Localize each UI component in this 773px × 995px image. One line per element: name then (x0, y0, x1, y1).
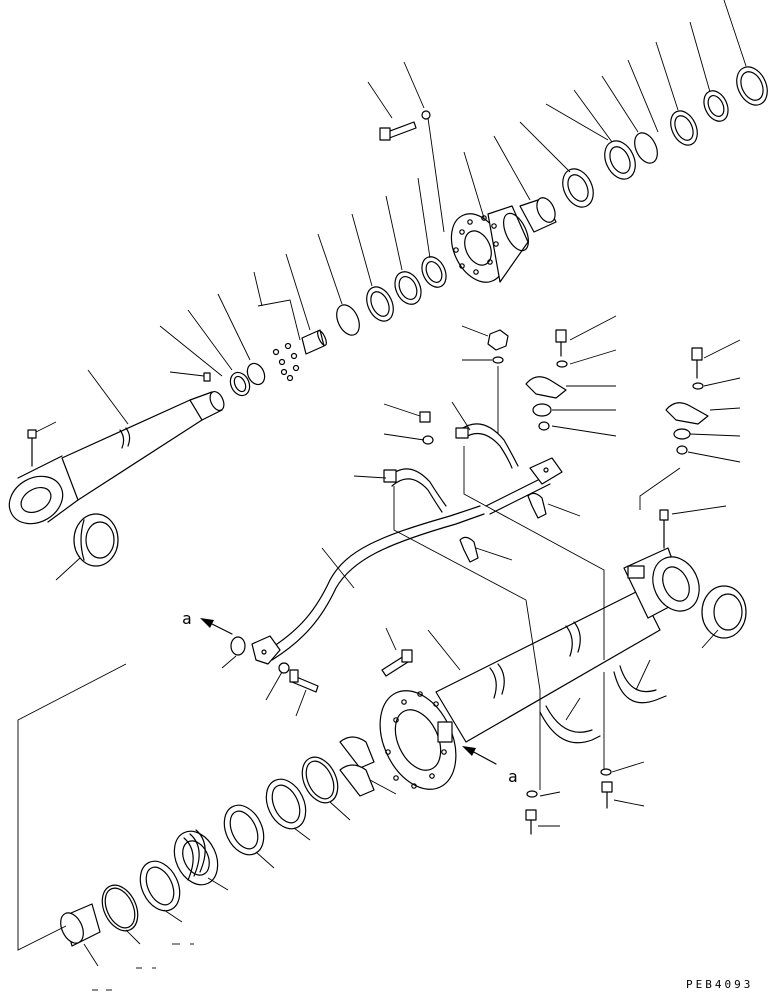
view-label-right: a (508, 767, 518, 786)
cylinder-head (379, 110, 557, 283)
pipe-clamps (383, 329, 709, 563)
view-arrow-left: a (182, 609, 233, 635)
leader-lines-lower (83, 315, 741, 991)
cylinder-tube (379, 509, 747, 835)
rod-seals-and-balls (203, 256, 447, 397)
view-label-left: a (182, 609, 192, 628)
head-seal-rings (562, 66, 768, 208)
piston-assembly (17, 663, 605, 951)
view-arrow-right: a (462, 746, 518, 786)
drawing-code: PEB4093 (686, 978, 753, 991)
pipe-assembly (230, 457, 563, 693)
rod-assembly (8, 390, 225, 567)
leader-lines-upper (35, 0, 747, 581)
